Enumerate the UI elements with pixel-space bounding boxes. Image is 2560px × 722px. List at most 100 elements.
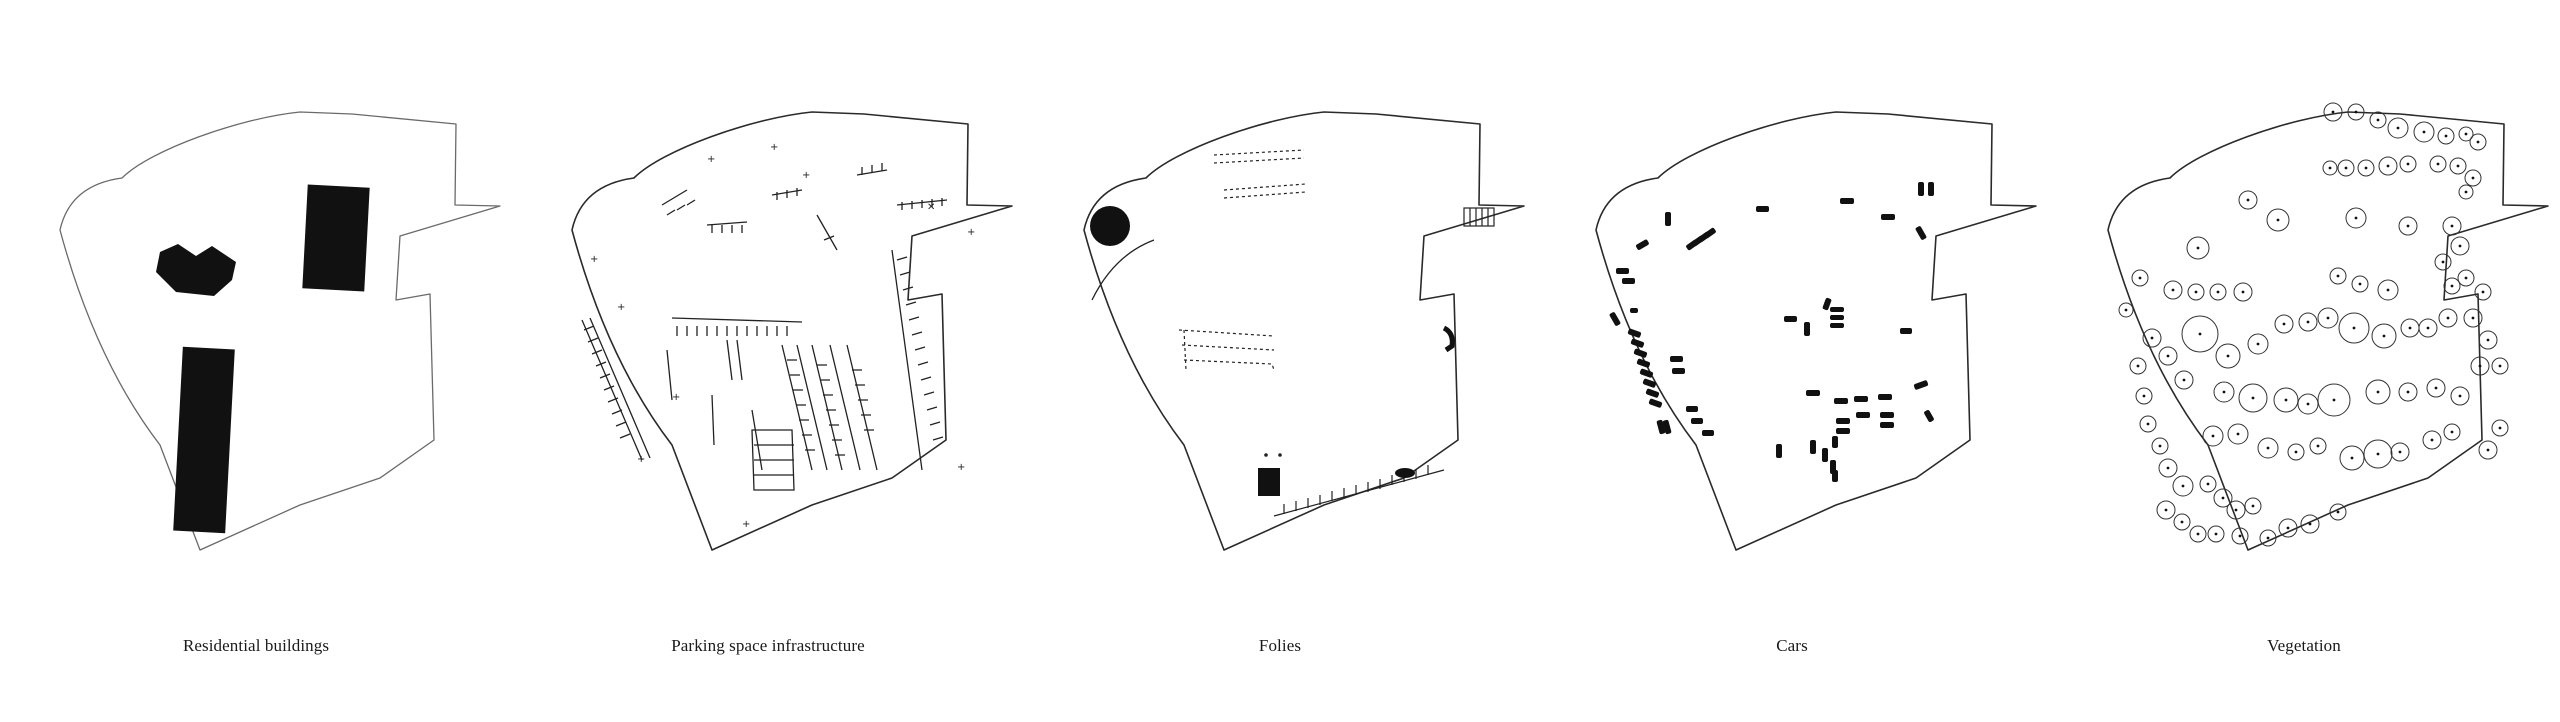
tree-trunk (2464, 276, 2468, 280)
car (1645, 388, 1660, 398)
tree-trunk (2234, 508, 2238, 512)
tree-trunk (2216, 290, 2220, 294)
tree-trunk (2441, 260, 2445, 264)
svg-text:+: + (617, 302, 625, 313)
car (1630, 308, 1638, 313)
tree-canopy (2457, 269, 2475, 287)
tree-trunk (2226, 354, 2230, 358)
tree-trunk (2478, 364, 2482, 368)
tree-canopy (2118, 302, 2134, 318)
tree-trunk (2350, 456, 2354, 460)
tree-trunk (2251, 396, 2255, 400)
tree-canopy (2390, 442, 2410, 462)
tree-canopy (2287, 443, 2305, 461)
folie-grid-block (1463, 207, 1495, 227)
tree-canopy (2398, 382, 2418, 402)
tree-trunk (2406, 224, 2410, 228)
cars-map (1595, 111, 2037, 551)
tree-canopy (2387, 117, 2409, 139)
tree-canopy (2129, 357, 2147, 375)
tree-trunk (2146, 422, 2150, 426)
tree-canopy (2434, 253, 2452, 271)
car (1639, 368, 1654, 378)
svg-text:+: + (637, 454, 645, 465)
car (1804, 322, 1810, 336)
tree-trunk (2344, 166, 2348, 170)
car (1832, 436, 1838, 448)
car (1691, 418, 1703, 424)
tree-canopy (2449, 157, 2467, 175)
tree-canopy (2323, 102, 2343, 122)
tree-trunk (2450, 284, 2454, 288)
folie-small-dark-form (1395, 468, 1415, 478)
tree-canopy (2371, 323, 2397, 349)
tree-trunk (2376, 452, 2380, 456)
tree-trunk (2316, 444, 2320, 448)
tree-trunk (2456, 164, 2460, 168)
tree-canopy (2173, 513, 2191, 531)
car (1900, 328, 1912, 334)
tree-trunk (2196, 532, 2200, 536)
car (1702, 430, 1714, 436)
folie-curved-wall (1091, 239, 1155, 301)
tree-canopy (2450, 236, 2470, 256)
tree-canopy (2491, 419, 2509, 437)
site-outline (1595, 111, 2037, 551)
tree-canopy (2458, 126, 2474, 142)
tree-canopy (2470, 356, 2490, 376)
tree-trunk (2211, 434, 2215, 438)
folie-bench (1442, 325, 1455, 353)
tree-canopy (2347, 103, 2365, 121)
tree-canopy (2365, 379, 2391, 405)
tree-trunk (2376, 118, 2380, 122)
tree-canopy (2442, 216, 2462, 236)
tree-canopy (2438, 308, 2458, 328)
car (1836, 428, 1850, 434)
tree-canopy (2207, 525, 2225, 543)
tree-canopy (2418, 318, 2438, 338)
tree-canopy (2199, 475, 2217, 493)
car (1915, 226, 1927, 240)
tree-trunk (2251, 504, 2255, 508)
residential-building-curved (156, 244, 236, 296)
tree-canopy (2231, 527, 2249, 545)
tree-canopy (2139, 415, 2157, 433)
tree-canopy (2369, 111, 2387, 129)
tree-trunk (2406, 162, 2410, 166)
car (1648, 398, 1663, 408)
car (1622, 278, 1635, 284)
tree-canopy (2158, 458, 2178, 478)
car (1830, 307, 1844, 312)
tree-canopy (2329, 267, 2347, 285)
tree-trunk (2444, 134, 2448, 138)
tree-trunk (2352, 326, 2356, 330)
tree-canopy (2213, 381, 2235, 403)
tree-canopy (2131, 269, 2149, 287)
tree-trunk (2198, 332, 2202, 336)
tree-canopy (2213, 488, 2233, 508)
tree-canopy (2351, 275, 2369, 293)
tree-trunk (2158, 444, 2162, 448)
site-outline (59, 111, 501, 551)
tree-canopy (2426, 378, 2446, 398)
car (1913, 380, 1929, 390)
car (1806, 390, 1820, 396)
car (1784, 316, 1797, 322)
tree-canopy (2478, 440, 2498, 460)
tree-trunk (2142, 394, 2146, 398)
car (1636, 358, 1651, 368)
tree-trunk (2376, 390, 2380, 394)
tree-trunk (2182, 378, 2186, 382)
tree-trunk (2328, 166, 2332, 170)
car (1642, 378, 1657, 388)
tree-canopy (2172, 475, 2194, 497)
svg-text:+: + (802, 170, 810, 181)
tree-trunk (2498, 426, 2502, 430)
panel-vegetation: Vegetation (2048, 0, 2560, 722)
tree-trunk (2382, 334, 2386, 338)
tree-canopy (2378, 156, 2398, 176)
tree-canopy (2259, 529, 2277, 547)
tree-canopy (2278, 518, 2298, 538)
svg-text:+: + (967, 227, 975, 238)
tree-trunk (2336, 510, 2340, 514)
